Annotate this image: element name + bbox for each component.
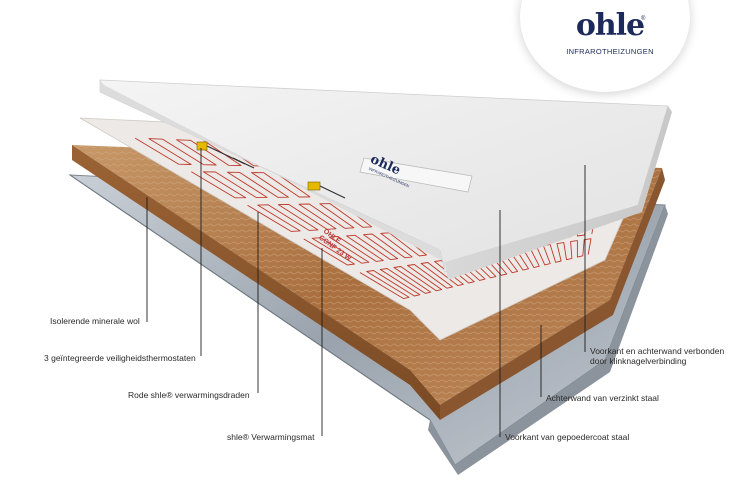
- thermostat-1: [196, 141, 208, 151]
- label-rivet-line-1: Voorkant en achterwand verbonden: [590, 346, 725, 356]
- label-mat: shle® Verwarmingsmat: [227, 432, 315, 442]
- brand-tagline: INFRAROTHEIZUNGEN: [566, 47, 654, 56]
- label-thermostats: 3 geïntegreerde veiligheidsthermostaten: [44, 353, 196, 363]
- panel-badge: [359, 157, 473, 193]
- label-wires: Rode shle® verwarmingsdraden: [128, 390, 250, 400]
- thermostat-2: [307, 181, 321, 191]
- brand-registered-mark: ®: [641, 16, 646, 22]
- label-front: Voorkant van gepoedercoat staal: [505, 432, 630, 442]
- brand-logo-text: ohle: [575, 8, 645, 43]
- label-back-wall: Achterwand van verzinkt staal: [546, 393, 659, 403]
- safety-thermostats: [196, 141, 346, 199]
- label-rivet-line-2: door klinknagelverbinding: [590, 356, 687, 366]
- label-insulation: Isolerende minerale wol: [50, 316, 140, 326]
- leader-lines: [146, 148, 586, 437]
